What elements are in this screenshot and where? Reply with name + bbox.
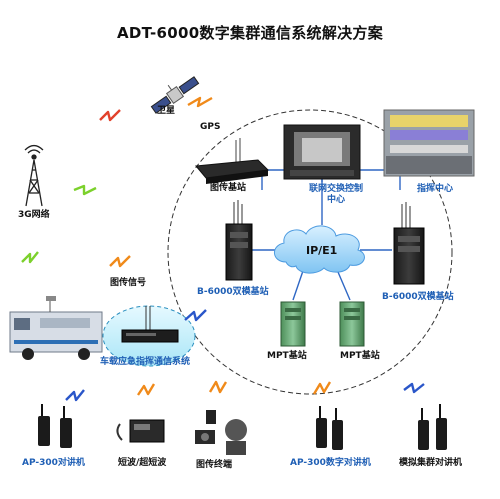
command-center-photo [383, 109, 475, 177]
signal-bolt-3g-1 [73, 184, 97, 196]
mpt-base-station-2-label: MPT基站 [340, 351, 380, 361]
image-base-station-icon [195, 138, 270, 184]
signal-bolt-vehicle [184, 309, 207, 322]
signal-bolt-analog [403, 382, 425, 394]
vehicle-equipment-icon [121, 306, 179, 343]
signal-bolt-3g-2 [21, 251, 39, 264]
image-base-station-label: 图传基站 [210, 183, 247, 193]
switch-control-center-icon [283, 124, 361, 180]
ap300-digital-label: AP-300数字对讲机 [290, 458, 371, 468]
signal-bolt-image-signal [109, 255, 131, 268]
signal-bolt-satellite-3g [99, 109, 121, 122]
mpt-cabinet-1-icon [280, 301, 306, 347]
ip-e1-cloud [274, 225, 365, 274]
satellite-icon [150, 76, 200, 114]
signal-bolt-digital [312, 381, 332, 395]
ap300-digital-radio-icon [316, 406, 343, 450]
3g-tower-icon [24, 144, 44, 207]
signal-bolt-shortwave [137, 383, 156, 396]
mpt-cabinet-2-icon [339, 301, 365, 347]
network-boundary-circle [167, 109, 453, 395]
vehicle-icon [9, 296, 103, 360]
signal-bolt-satellite-image [187, 96, 213, 108]
command-center-label: 指挥中心 [417, 184, 454, 194]
ap300-label: AP-300对讲机 [22, 458, 85, 468]
b6000-right-label: B-6000双模基站 [382, 292, 454, 302]
3g-network-label: 3G网络 [18, 210, 50, 220]
ip-e1-label: IP/E1 [306, 244, 338, 257]
image-signal-label: 图传信号 [110, 278, 147, 288]
b6000-right-rack-icon [393, 202, 425, 285]
analog-radio-icon [418, 404, 447, 450]
signal-bolts [21, 96, 425, 402]
analog-radio-label: 模拟集群对讲机 [399, 458, 463, 468]
shortwave-radio-icon [116, 419, 165, 443]
satellite-label: 卫星 [157, 106, 176, 116]
image-terminal-icon [195, 410, 247, 455]
shortwave-label: 短波/超短波 [118, 458, 167, 468]
switch-control-center-label: 联网交换控制 中心 [308, 184, 363, 205]
image-terminal-label: 图传终端 [196, 460, 233, 470]
signal-bolt-ap300 [65, 389, 85, 402]
signal-bolt-terminal [208, 380, 228, 394]
mpt-base-station-1-label: MPT基站 [267, 351, 307, 361]
ap300-radio-icon [38, 404, 72, 448]
vehicle-system-label: 车载应急指挥通信系统 [100, 357, 191, 367]
gps-label: GPS [200, 122, 221, 132]
b6000-left-label: B-6000双模基站 [197, 287, 269, 297]
page-title: ADT-6000数字集群通信系统解决方案 [116, 24, 384, 42]
b6000-left-rack-icon [225, 200, 253, 281]
